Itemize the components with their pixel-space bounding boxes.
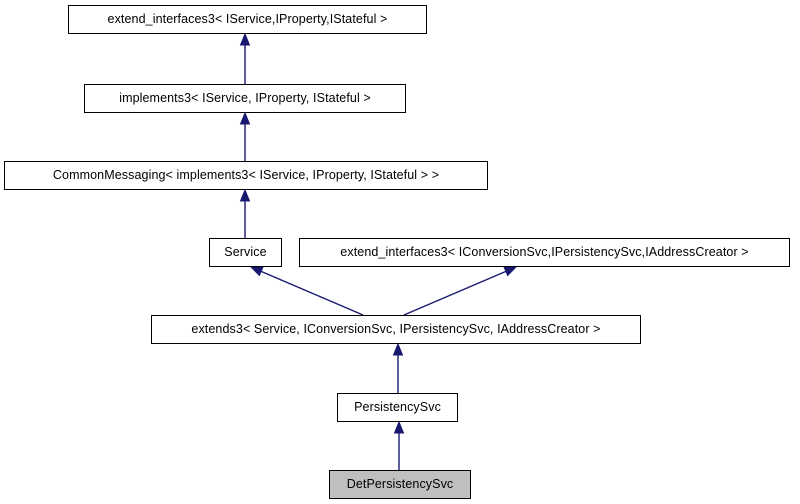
- class-node-label: extend_interfaces3< IService,IProperty,I…: [107, 12, 388, 27]
- class-node-common-messaging[interactable]: CommonMessaging< implements3< IService, …: [4, 161, 488, 190]
- inheritance-edge: [403, 266, 518, 316]
- class-node-implements3-service[interactable]: implements3< IService, IProperty, IState…: [84, 84, 406, 113]
- inheritance-edge: [249, 266, 364, 316]
- class-node-extend-interfaces3-service[interactable]: extend_interfaces3< IService,IProperty,I…: [68, 5, 427, 34]
- class-node-extends3-service[interactable]: extends3< Service, IConversionSvc, IPers…: [151, 315, 641, 344]
- class-node-label: implements3< IService, IProperty, IState…: [119, 91, 371, 106]
- inheritance-edge: [393, 420, 405, 470]
- inheritance-edge: [239, 111, 251, 161]
- class-node-label: Service: [224, 245, 267, 260]
- arrowhead-icon: [239, 32, 251, 46]
- arrowhead-icon: [249, 266, 264, 277]
- class-node-det-persistency-svc[interactable]: DetPersistencySvc: [329, 470, 471, 499]
- inheritance-edge: [392, 342, 404, 393]
- class-node-extend-interfaces3-conversion[interactable]: extend_interfaces3< IConversionSvc,IPers…: [299, 238, 790, 267]
- class-node-persistency-svc[interactable]: PersistencySvc: [337, 393, 458, 422]
- class-node-label: extend_interfaces3< IConversionSvc,IPers…: [340, 245, 749, 260]
- arrowhead-icon: [239, 188, 251, 202]
- class-node-label: DetPersistencySvc: [346, 477, 454, 492]
- inheritance-edge: [239, 32, 251, 84]
- arrowhead-icon: [392, 342, 404, 356]
- arrowhead-icon: [393, 420, 405, 434]
- inheritance-edge: [239, 188, 251, 238]
- arrowhead-icon: [239, 111, 251, 125]
- class-node-label: CommonMessaging< implements3< IService, …: [52, 168, 440, 183]
- arrowhead-icon: [503, 266, 518, 277]
- class-node-label: PersistencySvc: [354, 400, 441, 415]
- class-node-service[interactable]: Service: [209, 238, 282, 267]
- class-node-label: extends3< Service, IConversionSvc, IPers…: [191, 322, 601, 337]
